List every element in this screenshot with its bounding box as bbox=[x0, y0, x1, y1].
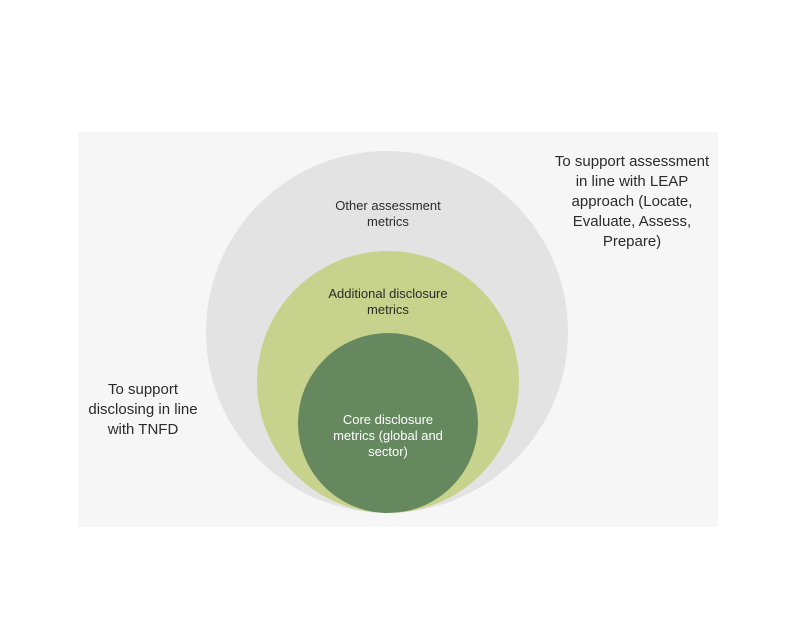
outer-ring-label: Other assessment metrics bbox=[335, 198, 441, 229]
inner-circle bbox=[298, 333, 478, 513]
tnfd-support-note: To support disclosing in line with TNFD bbox=[88, 381, 198, 438]
inner-ring-label: Core disclosure metrics (global and sect… bbox=[333, 412, 443, 459]
middle-ring-label: Additional disclosure metrics bbox=[328, 286, 448, 317]
leap-support-note: To support assessment in line with LEAP … bbox=[554, 153, 710, 250]
